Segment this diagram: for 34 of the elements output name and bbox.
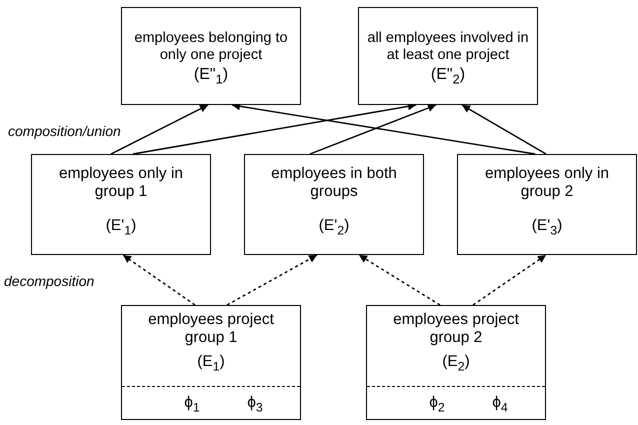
annotation-label: composition/union: [8, 123, 121, 139]
set-description: employees project group 2: [392, 311, 520, 347]
dashed-arrow: [122, 254, 196, 306]
set-symbol: (E$_{1}$): [197, 353, 225, 371]
set-box: [366, 305, 546, 420]
set-box: [121, 7, 301, 105]
set-box: [358, 7, 538, 105]
arrow: [110, 104, 208, 155]
set-description: employees in both groups: [270, 165, 398, 201]
arrow: [462, 104, 546, 155]
set-symbol: (E$_{2}$): [442, 353, 470, 371]
set-box: [244, 154, 424, 255]
set-symbol: (E"$_{2}$): [430, 66, 466, 84]
constraint-symbol: ϕ$_{4}$: [491, 394, 509, 412]
dashed-arrow: [358, 254, 440, 306]
set-box: [121, 305, 301, 420]
set-symbol: (E'$_{2}$): [318, 217, 350, 235]
dashed-arrow: [472, 254, 546, 306]
set-symbol: (E'$_{3}$): [532, 217, 562, 235]
constraint-symbol: ϕ$_{2}$: [428, 394, 446, 412]
arrow: [310, 104, 436, 155]
set-description: employees only in group 2: [484, 165, 610, 201]
set-description: employees only in group 1: [58, 165, 184, 201]
set-symbol: (E"$_{1}$): [194, 66, 228, 84]
set-description: employees belonging to only one project: [133, 30, 289, 64]
set-symbol: (E'$_{1}$): [106, 217, 136, 235]
annotation-label: decomposition: [4, 273, 94, 289]
constraint-symbol: ϕ$_{3}$: [246, 394, 264, 412]
set-description: employees project group 1: [147, 311, 275, 347]
set-box: [457, 154, 637, 255]
dashed-arrow: [226, 254, 318, 306]
set-description: all employees involved in at least one project: [366, 30, 530, 64]
constraint-symbol: ϕ$_{1}$: [183, 394, 201, 412]
set-box: [31, 154, 211, 255]
